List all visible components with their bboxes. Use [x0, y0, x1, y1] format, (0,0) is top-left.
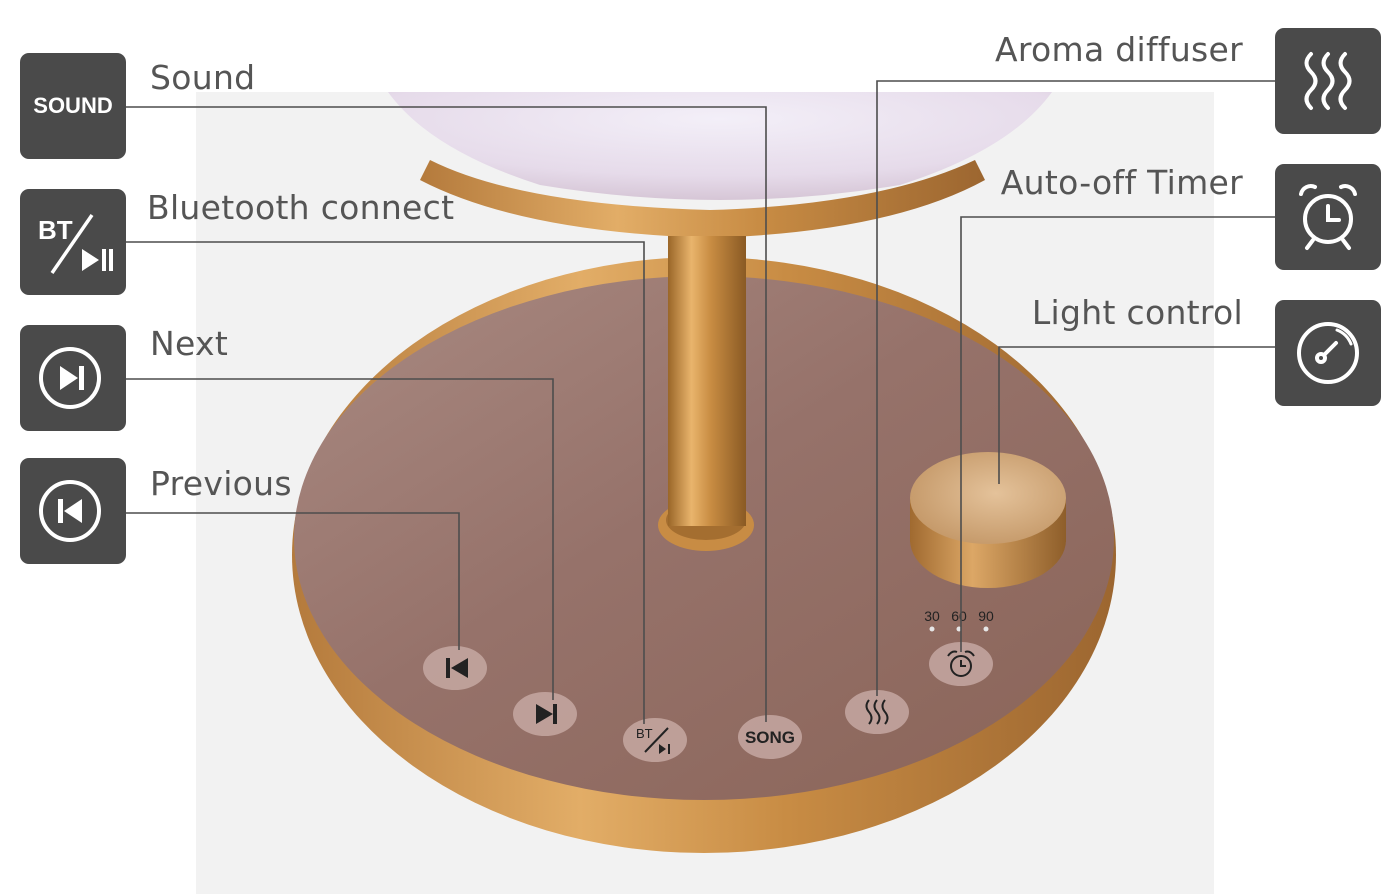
- base-song-text: SONG: [745, 728, 795, 747]
- next-icon-box: [20, 325, 126, 431]
- previous-track-icon: [39, 480, 101, 542]
- timer-label: Auto-off Timer: [1000, 163, 1243, 202]
- globe-ring: [420, 160, 985, 238]
- timer-option-90: 90: [978, 608, 994, 624]
- sound-text-icon: SOUND: [33, 93, 112, 118]
- bluetooth-label: Bluetooth connect: [147, 188, 455, 227]
- base-aroma-glyph: [865, 699, 889, 725]
- sound-label: Sound: [150, 58, 256, 97]
- timer-icon-box: [1275, 164, 1381, 270]
- svg-text:SOUND: SOUND: [33, 93, 112, 118]
- bluetooth-play-pause-icon: BT: [38, 214, 113, 274]
- sound-icon-box: SOUND: [20, 53, 126, 159]
- base-prev-glyph: [446, 658, 468, 678]
- base-next-glyph: [536, 704, 557, 724]
- leader-bluetooth: [126, 241, 645, 724]
- leader-timer: [960, 216, 1275, 652]
- leader-light: [998, 346, 1275, 484]
- leader-next: [126, 378, 554, 700]
- leader-previous: [126, 512, 460, 650]
- bluetooth-icon-box: BT: [20, 189, 126, 295]
- steam-waves-icon: [1304, 52, 1352, 110]
- light-label: Light control: [1031, 293, 1243, 332]
- timer-option-30: 30: [924, 608, 940, 624]
- previous-label: Previous: [150, 464, 292, 503]
- base-bt-text: BT: [636, 726, 653, 741]
- next-track-icon: [39, 347, 101, 409]
- aroma-label: Aroma diffuser: [995, 30, 1243, 69]
- timer-option-60: 60: [951, 608, 967, 624]
- leader-aroma: [876, 80, 1275, 696]
- next-label: Next: [150, 324, 229, 363]
- aroma-icon-box: [1275, 28, 1381, 134]
- light-icon-box: [1275, 300, 1381, 406]
- svg-text:BT: BT: [38, 215, 73, 245]
- leader-sound: [126, 106, 767, 722]
- previous-icon-box: [20, 458, 126, 564]
- base-bt-glyph: [644, 727, 670, 754]
- stem: [668, 236, 746, 526]
- knob-top: [910, 452, 1066, 544]
- dial-knob-icon: [1297, 322, 1359, 384]
- globe-shade: [388, 92, 1052, 200]
- alarm-clock-icon: [1299, 184, 1357, 250]
- base-alarm-glyph: [947, 650, 975, 677]
